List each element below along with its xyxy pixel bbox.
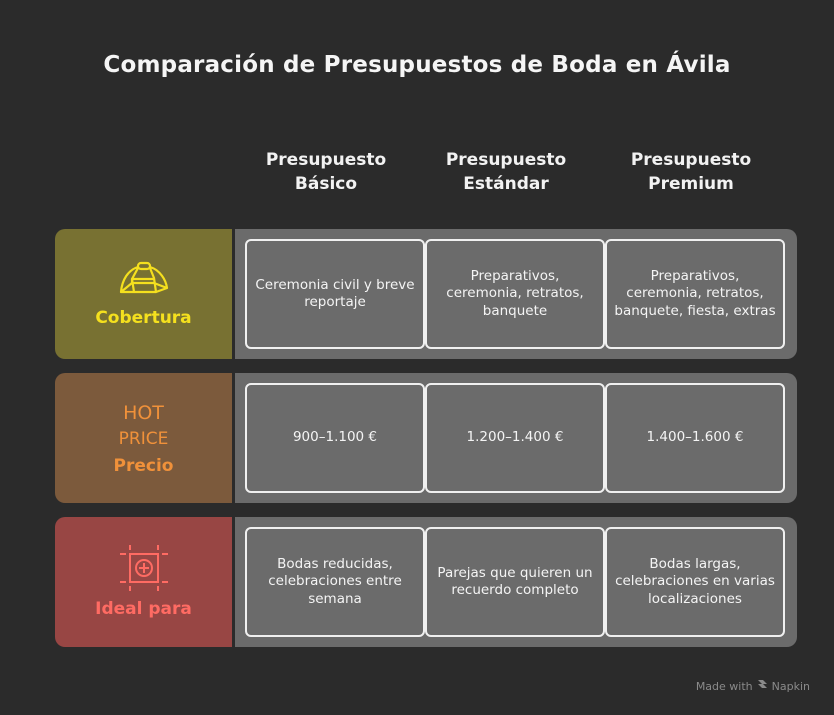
column-header-line: Presupuesto: [445, 150, 567, 170]
cell-ideal-basic: Bodas reducidas, celebraciones entre sem…: [245, 527, 425, 637]
column-header-line: Básico: [294, 174, 358, 194]
made-with-text: Made with: [695, 679, 753, 693]
row-label-text: Precio: [113, 456, 174, 476]
row-cobertura: Cobertura Ceremonia civil y breve report…: [55, 229, 797, 359]
cell-ideal-premium: Bodas largas, celebraciones en varias lo…: [605, 527, 785, 637]
column-header-line: Presupuesto: [630, 150, 752, 170]
column-header-standard: Presupuesto Estándar: [421, 148, 591, 196]
column-header-line: Estándar: [463, 174, 549, 194]
row-body: 900–1.100 € 1.200–1.400 € 1.400–1.600 €: [235, 373, 797, 503]
price-text: PRICE: [118, 429, 169, 449]
row-label-text: Cobertura: [95, 308, 192, 328]
column-header-line: Presupuesto: [265, 150, 387, 170]
made-with-napkin[interactable]: Made with Napkin: [696, 679, 810, 693]
cell-precio-standard: 1.200–1.400 €: [425, 383, 605, 493]
cell-cobertura-standard: Preparativos, ceremonia, retratos, banqu…: [425, 239, 605, 349]
cell-precio-premium: 1.400–1.600 €: [605, 383, 785, 493]
tent-icon: [118, 260, 170, 300]
cell-cobertura-premium: Preparativos, ceremonia, retratos, banqu…: [605, 239, 785, 349]
row-label-precio: HOT PRICE Precio: [55, 373, 232, 503]
napkin-brand-text: Napkin: [771, 679, 810, 693]
hot-price-icon: HOT PRICE: [119, 400, 169, 452]
column-header-premium: Presupuesto Premium: [606, 148, 776, 196]
column-header-basic: Presupuesto Básico: [241, 148, 411, 196]
row-label-text: Ideal para: [95, 599, 192, 619]
row-label-ideal-para: Ideal para: [55, 517, 232, 647]
row-body: Ceremonia civil y breve reportaje Prepar…: [235, 229, 797, 359]
row-body: Bodas reducidas, celebraciones entre sem…: [235, 517, 797, 647]
cell-cobertura-basic: Ceremonia civil y breve reportaje: [245, 239, 425, 349]
focus-target-icon: [119, 545, 168, 591]
hot-text: HOT: [123, 402, 164, 424]
column-header-line: Premium: [648, 174, 734, 194]
row-label-cobertura: Cobertura: [55, 229, 232, 359]
page-title: Comparación de Presupuestos de Boda en Á…: [103, 52, 731, 78]
cell-ideal-standard: Parejas que quieren un recuerdo completo: [425, 527, 605, 637]
row-precio: HOT PRICE Precio 900–1.100 € 1.200–1.400…: [55, 373, 797, 503]
napkin-logo-icon: [757, 679, 768, 693]
cell-precio-basic: 900–1.100 €: [245, 383, 425, 493]
row-ideal-para: Ideal para Bodas reducidas, celebracione…: [55, 517, 797, 647]
